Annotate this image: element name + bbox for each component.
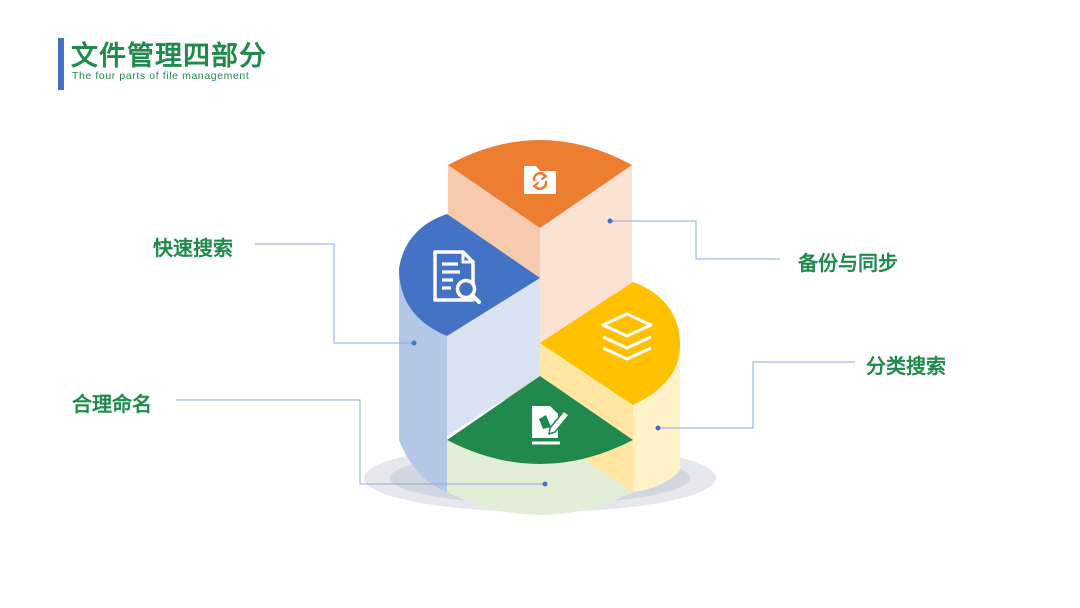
page-subtitle: The four parts of file management <box>72 70 250 82</box>
edit-document-icon <box>532 406 570 445</box>
segment-quick-search <box>399 214 540 492</box>
connector-category-search <box>655 361 855 431</box>
connector-proper-naming <box>176 399 548 487</box>
label-backup-sync: 备份与同步 <box>798 251 898 275</box>
page-title: 文件管理四部分 <box>71 41 267 72</box>
layers-icon <box>601 312 653 361</box>
title-accent-bar <box>58 38 64 90</box>
connector-backup-sync <box>607 218 780 260</box>
connector-quick-search <box>255 243 417 346</box>
folder-sync-icon <box>524 166 556 194</box>
label-category-search: 分类搜索 <box>866 354 946 378</box>
label-quick-search: 快速搜索 <box>153 236 233 260</box>
document-search-icon <box>433 250 481 304</box>
label-proper-naming: 合理命名 <box>72 392 152 416</box>
